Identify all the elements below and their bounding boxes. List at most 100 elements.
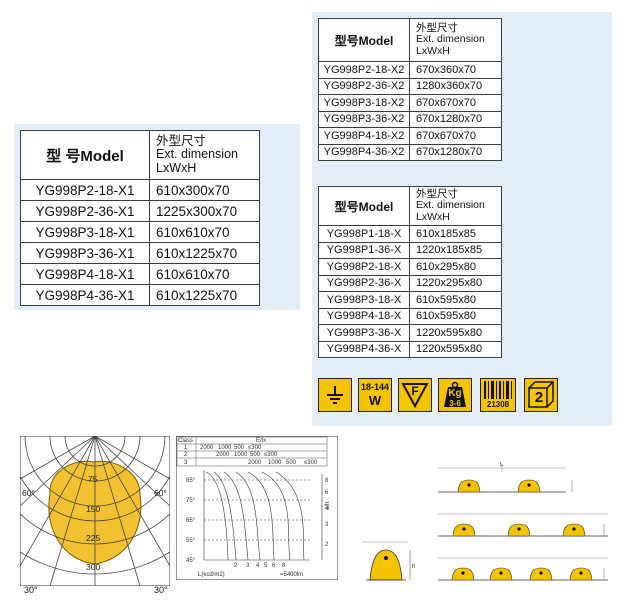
dimension-cell: 610x300x70	[149, 179, 260, 201]
model-cell: YG998P3-36-X1	[20, 242, 150, 264]
svg-text:4: 4	[325, 506, 329, 512]
svg-text:1000: 1000	[218, 445, 232, 451]
angle-label-right-bottom: 30°	[154, 585, 168, 595]
model-cell: YG998P3-36-X2	[318, 110, 410, 128]
model-cell: YG998P4-18-X	[318, 307, 410, 325]
svg-text:≤300: ≤300	[264, 452, 278, 458]
dimension-cell: 670x670x70	[409, 127, 502, 145]
svg-text:75°: 75°	[186, 498, 196, 504]
glare-header-class: Class	[178, 438, 193, 444]
model-cell: YG998P4-36-X	[318, 340, 410, 358]
header-dimension: 外型尺寸 Ext. dimension LxWxH	[149, 130, 260, 180]
model-cell: YG998P1-36-X	[318, 241, 410, 259]
svg-text:2000: 2000	[216, 452, 230, 458]
model-cell: YG998P4-36-X2	[318, 143, 410, 161]
wattage-range: 18-144	[360, 382, 390, 392]
model-cell: YG998P4-18-X1	[20, 263, 150, 285]
angle-label-left-bottom: 30°	[24, 585, 38, 595]
dimension-cell: 610x595x80	[409, 291, 502, 309]
model-cell: YG998P4-36-X1	[20, 284, 150, 306]
dimension-cell: 610x610x70	[149, 263, 260, 285]
model-cell: YG998P3-18-X1	[20, 221, 150, 243]
dimension-cell: 610x595x80	[409, 307, 502, 325]
header-dimension: 外型尺寸 Ext. dimension LxWxH	[409, 18, 502, 62]
height-label: h	[412, 564, 415, 570]
svg-text:1000: 1000	[234, 452, 248, 458]
dimension-cell: 610x610x70	[149, 221, 260, 243]
glare-limit-diagram: Class E/lx 1 2000 1000 500 ≤300 2 2000 1…	[176, 436, 338, 580]
svg-text:4: 4	[256, 563, 260, 569]
polar-distribution-diagram: 75 150 225 300 60° 60°	[20, 436, 170, 586]
svg-text:3: 3	[325, 522, 329, 528]
dimension-cell: 670x1280x70	[409, 110, 502, 128]
glare-right-label: a/h	[325, 502, 331, 510]
svg-text:2000: 2000	[200, 445, 214, 451]
angle-label-left: 60°	[22, 488, 35, 498]
wattage-unit: W	[368, 393, 382, 408]
svg-text:500: 500	[286, 460, 297, 466]
section-view-diagram: h	[362, 541, 415, 581]
dimension-cell: 1220x595x80	[409, 340, 502, 358]
f-mark-icon: F	[398, 378, 432, 412]
model-cell: YG998P3-36-X	[318, 324, 410, 342]
dimension-cell: 1225x300x70	[149, 200, 260, 222]
ground-icon	[318, 378, 352, 412]
dimension-cell: 1220x595x80	[409, 324, 502, 342]
svg-text:1000: 1000	[268, 460, 282, 466]
model-cell: YG998P2-36-X	[318, 274, 410, 292]
angle-label-right: 60°	[154, 488, 167, 498]
svg-text:2: 2	[234, 563, 238, 569]
model-cell: YG998P2-18-X	[318, 258, 410, 276]
svg-text:8: 8	[325, 478, 329, 484]
svg-text:6: 6	[272, 563, 276, 569]
dimension-cell: 1280x360x70	[409, 77, 502, 95]
ring-label: 75	[88, 474, 98, 484]
svg-text:8: 8	[282, 563, 286, 569]
svg-text:≤300: ≤300	[248, 445, 262, 451]
dimension-cell: 610x1225x70	[149, 242, 260, 264]
svg-text:5: 5	[264, 563, 268, 569]
spec-table-x2: 型号Model 外型尺寸 Ext. dimension LxWxH YG998P…	[318, 18, 502, 161]
svg-text:2: 2	[184, 452, 188, 458]
model-cell: YG998P3-18-X2	[318, 94, 410, 112]
svg-text:6: 6	[325, 490, 329, 496]
svg-text:1: 1	[184, 445, 188, 451]
dimension-cell: 670x670x70	[409, 94, 502, 112]
model-cell: YG998P2-18-X1	[20, 179, 150, 201]
weight-icon: Kg 3-6	[438, 378, 472, 412]
spec-table-x1: 型 号Model 外型尺寸 Ext. dimension LxWxH YG998…	[20, 130, 260, 306]
model-cell: YG998P2-18-X2	[318, 61, 410, 79]
barcode-icon: 21308	[480, 378, 516, 412]
glare-x-label: L(kcd/m2)	[198, 572, 225, 578]
spec-table-x: 型号Model 外型尺寸 Ext. dimension LxWxH YG998P…	[318, 186, 502, 358]
ring-label: 300	[86, 562, 100, 572]
dimension-cell: 1220x185x85	[409, 241, 502, 259]
model-cell: YG998P3-18-X	[318, 291, 410, 309]
svg-text:85°: 85°	[186, 478, 196, 484]
header-model: 型 号Model	[20, 130, 150, 180]
svg-text:500: 500	[234, 445, 245, 451]
barcode-number: 21308	[486, 400, 510, 409]
svg-text:55°: 55°	[186, 538, 196, 544]
dimension-cell: 610x295x80	[409, 258, 502, 276]
svg-text:45°: 45°	[186, 558, 196, 564]
glare-footnote: =5400lm	[280, 572, 303, 578]
header-dimension: 外型尺寸 Ext. dimension LxWxH	[409, 186, 502, 226]
wattage-icon: 18-144 W	[358, 378, 392, 412]
model-cell: YG998P2-36-X2	[318, 77, 410, 95]
header-model: 型号Model	[318, 18, 410, 62]
model-cell: YG998P1-18-X	[318, 225, 410, 243]
svg-text:≤300: ≤300	[304, 460, 318, 466]
glare-header-eh: E/lx	[256, 438, 266, 444]
svg-text:3: 3	[184, 460, 188, 466]
dimension-cell: 610x1225x70	[149, 284, 260, 306]
svg-text:2000: 2000	[248, 460, 262, 466]
svg-text:3: 3	[246, 563, 250, 569]
model-cell: YG998P4-18-X2	[318, 127, 410, 145]
length-label: L	[500, 462, 504, 468]
svg-text:65°: 65°	[186, 518, 196, 524]
model-cell: YG998P2-36-X1	[20, 200, 150, 222]
ring-label: 225	[86, 533, 100, 543]
dimension-cell: 670x1280x70	[409, 143, 502, 161]
header-model: 型号Model	[318, 186, 410, 226]
